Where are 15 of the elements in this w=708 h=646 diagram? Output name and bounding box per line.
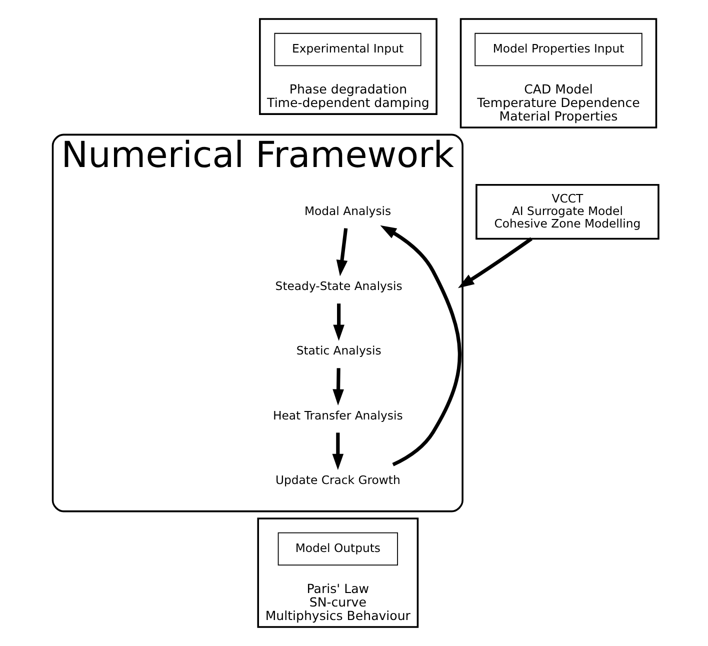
node-text: Heat Transfer Analysis [272, 408, 402, 422]
node-text: Modal Analysis [304, 204, 391, 218]
arrow [336, 228, 348, 276]
arrow [380, 225, 461, 466]
node-text: Static Analysis [296, 344, 381, 358]
arrow [332, 304, 344, 341]
arrow [332, 368, 344, 406]
arrow [457, 237, 532, 288]
node-box: Experimental Input [274, 32, 421, 66]
node-box: Model Outputs [277, 532, 398, 566]
arrow [332, 432, 344, 470]
node-box: VCCT AI Surrogate Model Cohesive Zone Modelling [475, 184, 659, 240]
node-box: Model Properties Input [474, 32, 642, 66]
node-text: Steady-State Analysis [274, 279, 402, 294]
node-text: Update Crack Growth [274, 472, 400, 487]
